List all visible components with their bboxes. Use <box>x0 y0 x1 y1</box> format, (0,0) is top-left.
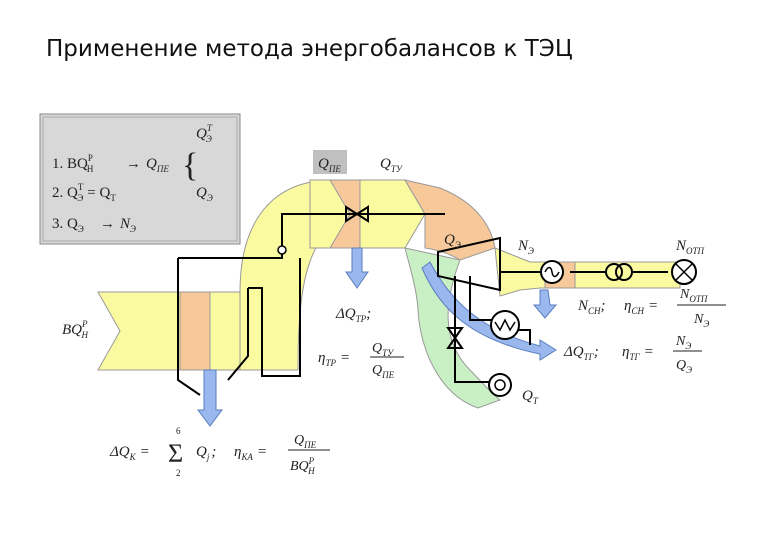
svg-text:ηТР=: ηТР= <box>318 350 350 368</box>
formula-dq-k: ΔQК= 6 Σ 2 Qj; <box>109 426 216 478</box>
svg-text:→: → <box>100 216 115 232</box>
label-q-e: QЭ <box>444 232 461 250</box>
pipeline-loss-arrow <box>345 247 369 289</box>
formula-dq-tg: ΔQТГ; ηТГ= NЭ QЭ <box>563 334 702 375</box>
svg-text:NЭ: NЭ <box>693 312 709 329</box>
transformer-icon <box>605 263 633 281</box>
svg-text:QПЕ: QПЕ <box>294 433 317 450</box>
svg-text:{: { <box>182 147 198 184</box>
svg-text:QПЕ: QПЕ <box>146 156 169 174</box>
formula-dq-tr: ΔQТР; <box>335 306 371 324</box>
generator-loss-arrow <box>532 289 558 319</box>
svg-text:ΔQТГ;: ΔQТГ; <box>563 344 599 362</box>
svg-text:ηСН=: ηСН= <box>624 298 658 316</box>
legend-stack-bottom: QЭ <box>196 185 213 203</box>
grid-output-icon <box>671 259 697 285</box>
label-q-tu: QТУ <box>380 156 403 174</box>
formula-n-sn: NСН; ηСН= NОТП NЭ <box>577 287 726 329</box>
label-n-e: NЭ <box>517 238 534 256</box>
label-q-pe: QПЕ <box>318 156 341 174</box>
legend-line-3: 3. QЭ → NЭ <box>52 216 136 234</box>
main-steam-valve <box>345 205 369 223</box>
piping <box>177 213 668 396</box>
svg-text:ηКА=: ηКА= <box>234 444 267 462</box>
q-pe-highlight <box>313 150 347 174</box>
svg-text:2. QТЭ= QТ: 2. QТЭ= QТ <box>52 182 116 203</box>
svg-text:3. QЭ: 3. QЭ <box>52 216 84 234</box>
slide-title: Применение метода энергобалансов к ТЭЦ <box>46 36 573 62</box>
generator-icon <box>540 260 564 284</box>
svg-text:NОТП: NОТП <box>679 287 708 304</box>
svg-text:QПЕ: QПЕ <box>372 363 395 380</box>
turbine-loss-arrow <box>421 261 557 361</box>
legend-box <box>39 113 241 245</box>
svg-text:Σ: Σ <box>168 439 183 468</box>
svg-text:NЭ: NЭ <box>119 216 136 234</box>
svg-text:Qj;: Qj; <box>196 444 216 462</box>
pump-node <box>277 245 287 255</box>
svg-text:6: 6 <box>176 426 181 436</box>
boiler-loss-arrow <box>197 369 223 427</box>
svg-text:QЭ: QЭ <box>196 185 213 203</box>
fuel-input-band <box>97 291 241 371</box>
label-n-otp-top: NОТП <box>675 238 705 256</box>
svg-text:QТУ: QТУ <box>372 341 394 358</box>
svg-text:→: → <box>126 156 141 172</box>
svg-text:2: 2 <box>176 468 181 478</box>
svg-text:QЭ: QЭ <box>676 358 692 375</box>
svg-text:ΔQК=: ΔQК= <box>109 444 150 462</box>
heat-supply-band <box>404 247 502 409</box>
heat-consumer-icon <box>488 373 512 397</box>
heat-exchanger-icon <box>490 310 520 340</box>
svg-text:NСН;: NСН; <box>577 298 606 316</box>
formula-eta-tr: ηТР= QТУ QПЕ <box>318 341 404 380</box>
label-q-t: QТ <box>522 388 539 406</box>
svg-text:QТЭ: QТЭ <box>196 123 213 144</box>
extraction-valve <box>446 327 464 349</box>
svg-text:ηТГ=: ηТГ= <box>622 344 654 362</box>
svg-text:NЭ: NЭ <box>675 334 691 351</box>
